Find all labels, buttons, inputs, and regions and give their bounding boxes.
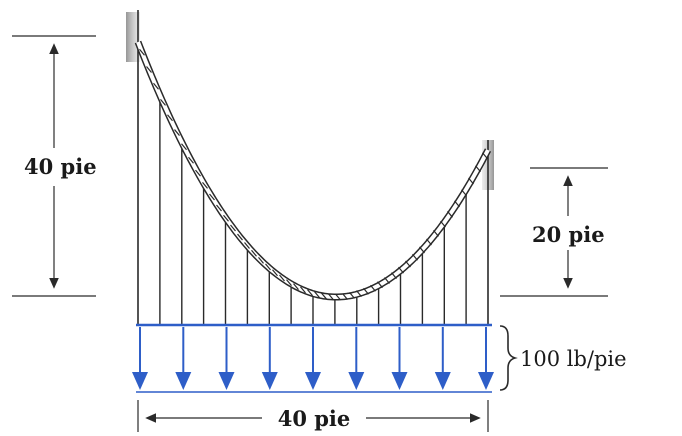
- cable-twist: [251, 249, 257, 257]
- cable-twist: [223, 214, 229, 222]
- cable-twist: [475, 165, 481, 173]
- cable-twist: [300, 286, 306, 294]
- cable-twist: [433, 229, 439, 237]
- span-label: 40 pie: [278, 406, 351, 431]
- cable-twist: [447, 210, 453, 218]
- cable-twist: [202, 181, 208, 189]
- cable-twist: [363, 287, 369, 295]
- load-label: 100 lb/pie: [520, 347, 627, 371]
- cable-twist: [384, 277, 390, 284]
- cable-twist: [356, 290, 362, 298]
- cable-twist: [195, 169, 201, 177]
- cable-twist: [461, 189, 467, 197]
- right-height-label: 20 pie: [532, 222, 605, 247]
- cable-twist: [293, 283, 299, 290]
- cable-twist: [370, 284, 376, 292]
- cable-twist: [153, 82, 159, 90]
- cable-twist: [405, 260, 411, 268]
- cable-twist: [258, 257, 264, 264]
- cable-twist: [468, 177, 474, 185]
- cable-twists: [139, 48, 488, 301]
- cable-twist: [335, 293, 341, 301]
- cable-twist: [328, 293, 334, 301]
- cable-twist: [279, 274, 285, 282]
- cable-twist: [167, 114, 173, 122]
- cable-twist: [349, 291, 355, 299]
- cable-twist: [314, 291, 320, 299]
- left-height-label: 40 pie: [24, 154, 97, 179]
- cable-twist: [454, 200, 460, 208]
- cable-twist: [146, 66, 152, 73]
- cable-twist: [286, 279, 292, 287]
- load-brace: [499, 325, 518, 391]
- cable-twist: [216, 204, 222, 212]
- cable: [134, 40, 492, 301]
- cable-twist: [160, 98, 166, 106]
- cable-twist: [307, 289, 313, 296]
- distributed-load-arrows: [132, 327, 494, 390]
- cable-twist: [412, 253, 418, 261]
- hangers: [159, 98, 467, 325]
- cable-twist: [188, 156, 194, 164]
- cable-twist: [174, 129, 180, 136]
- cable-twist: [440, 220, 446, 228]
- cable-twist: [482, 152, 488, 160]
- cable-twist: [272, 269, 278, 277]
- cable-twist: [321, 292, 327, 300]
- cable-twist: [265, 263, 271, 271]
- cable-core: [136, 41, 490, 299]
- cable-twist: [391, 272, 397, 279]
- cable-twist: [209, 193, 215, 201]
- cable-twist: [342, 293, 348, 300]
- cable-twist: [181, 143, 187, 151]
- cable-twist: [398, 266, 404, 274]
- cable-twist: [230, 224, 236, 232]
- cable-twist: [237, 233, 243, 241]
- cable-twist: [419, 246, 425, 254]
- left-support: [126, 12, 140, 62]
- cable-twist: [244, 242, 250, 249]
- cable-twist: [139, 48, 145, 56]
- cable-twist: [377, 281, 383, 289]
- cable-twist: [426, 238, 432, 246]
